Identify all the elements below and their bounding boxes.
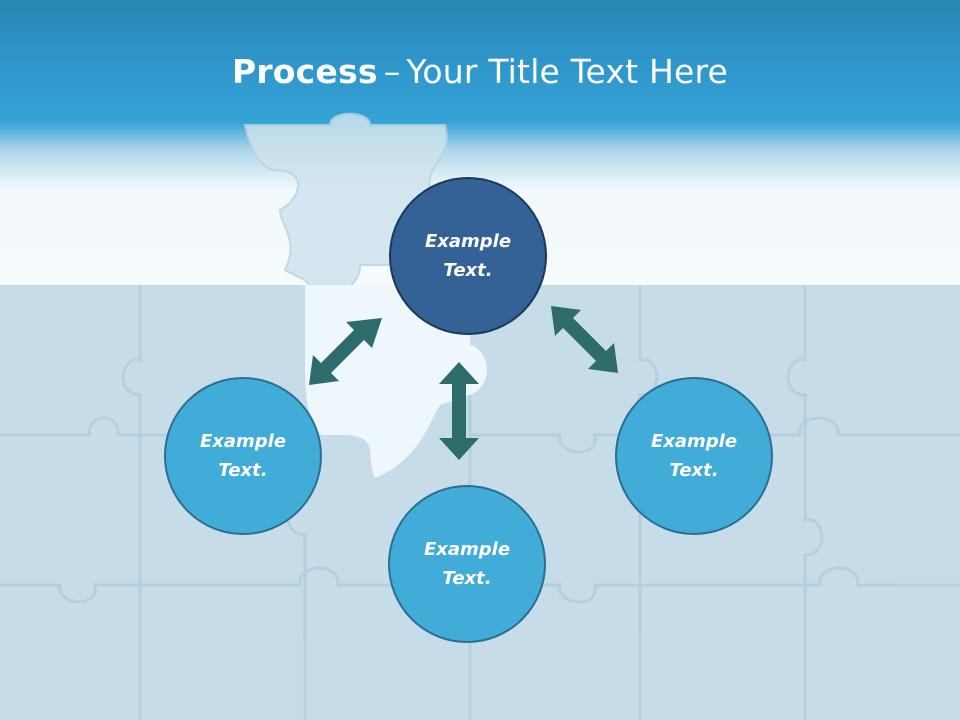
node-bottom-line2: Text. [442, 568, 492, 589]
node-left-line1: Example [199, 431, 287, 452]
process-node-bottom: Example Text. [388, 485, 546, 643]
title-rest: Your Title Text Here [406, 52, 729, 91]
process-node-right: Example Text. [615, 377, 773, 535]
slide-title: Process–Your Title Text Here [0, 52, 960, 91]
node-right-line1: Example [650, 431, 738, 452]
title-dash: – [383, 52, 401, 91]
node-right-line2: Text. [669, 460, 719, 481]
process-node-top: Example Text. [389, 177, 547, 335]
title-bold: Process [231, 52, 378, 91]
node-left-line2: Text. [218, 460, 268, 481]
node-bottom-line1: Example [423, 539, 511, 560]
node-top-line2: Text. [443, 260, 493, 281]
process-node-left: Example Text. [164, 377, 322, 535]
node-top-line1: Example [424, 231, 512, 252]
